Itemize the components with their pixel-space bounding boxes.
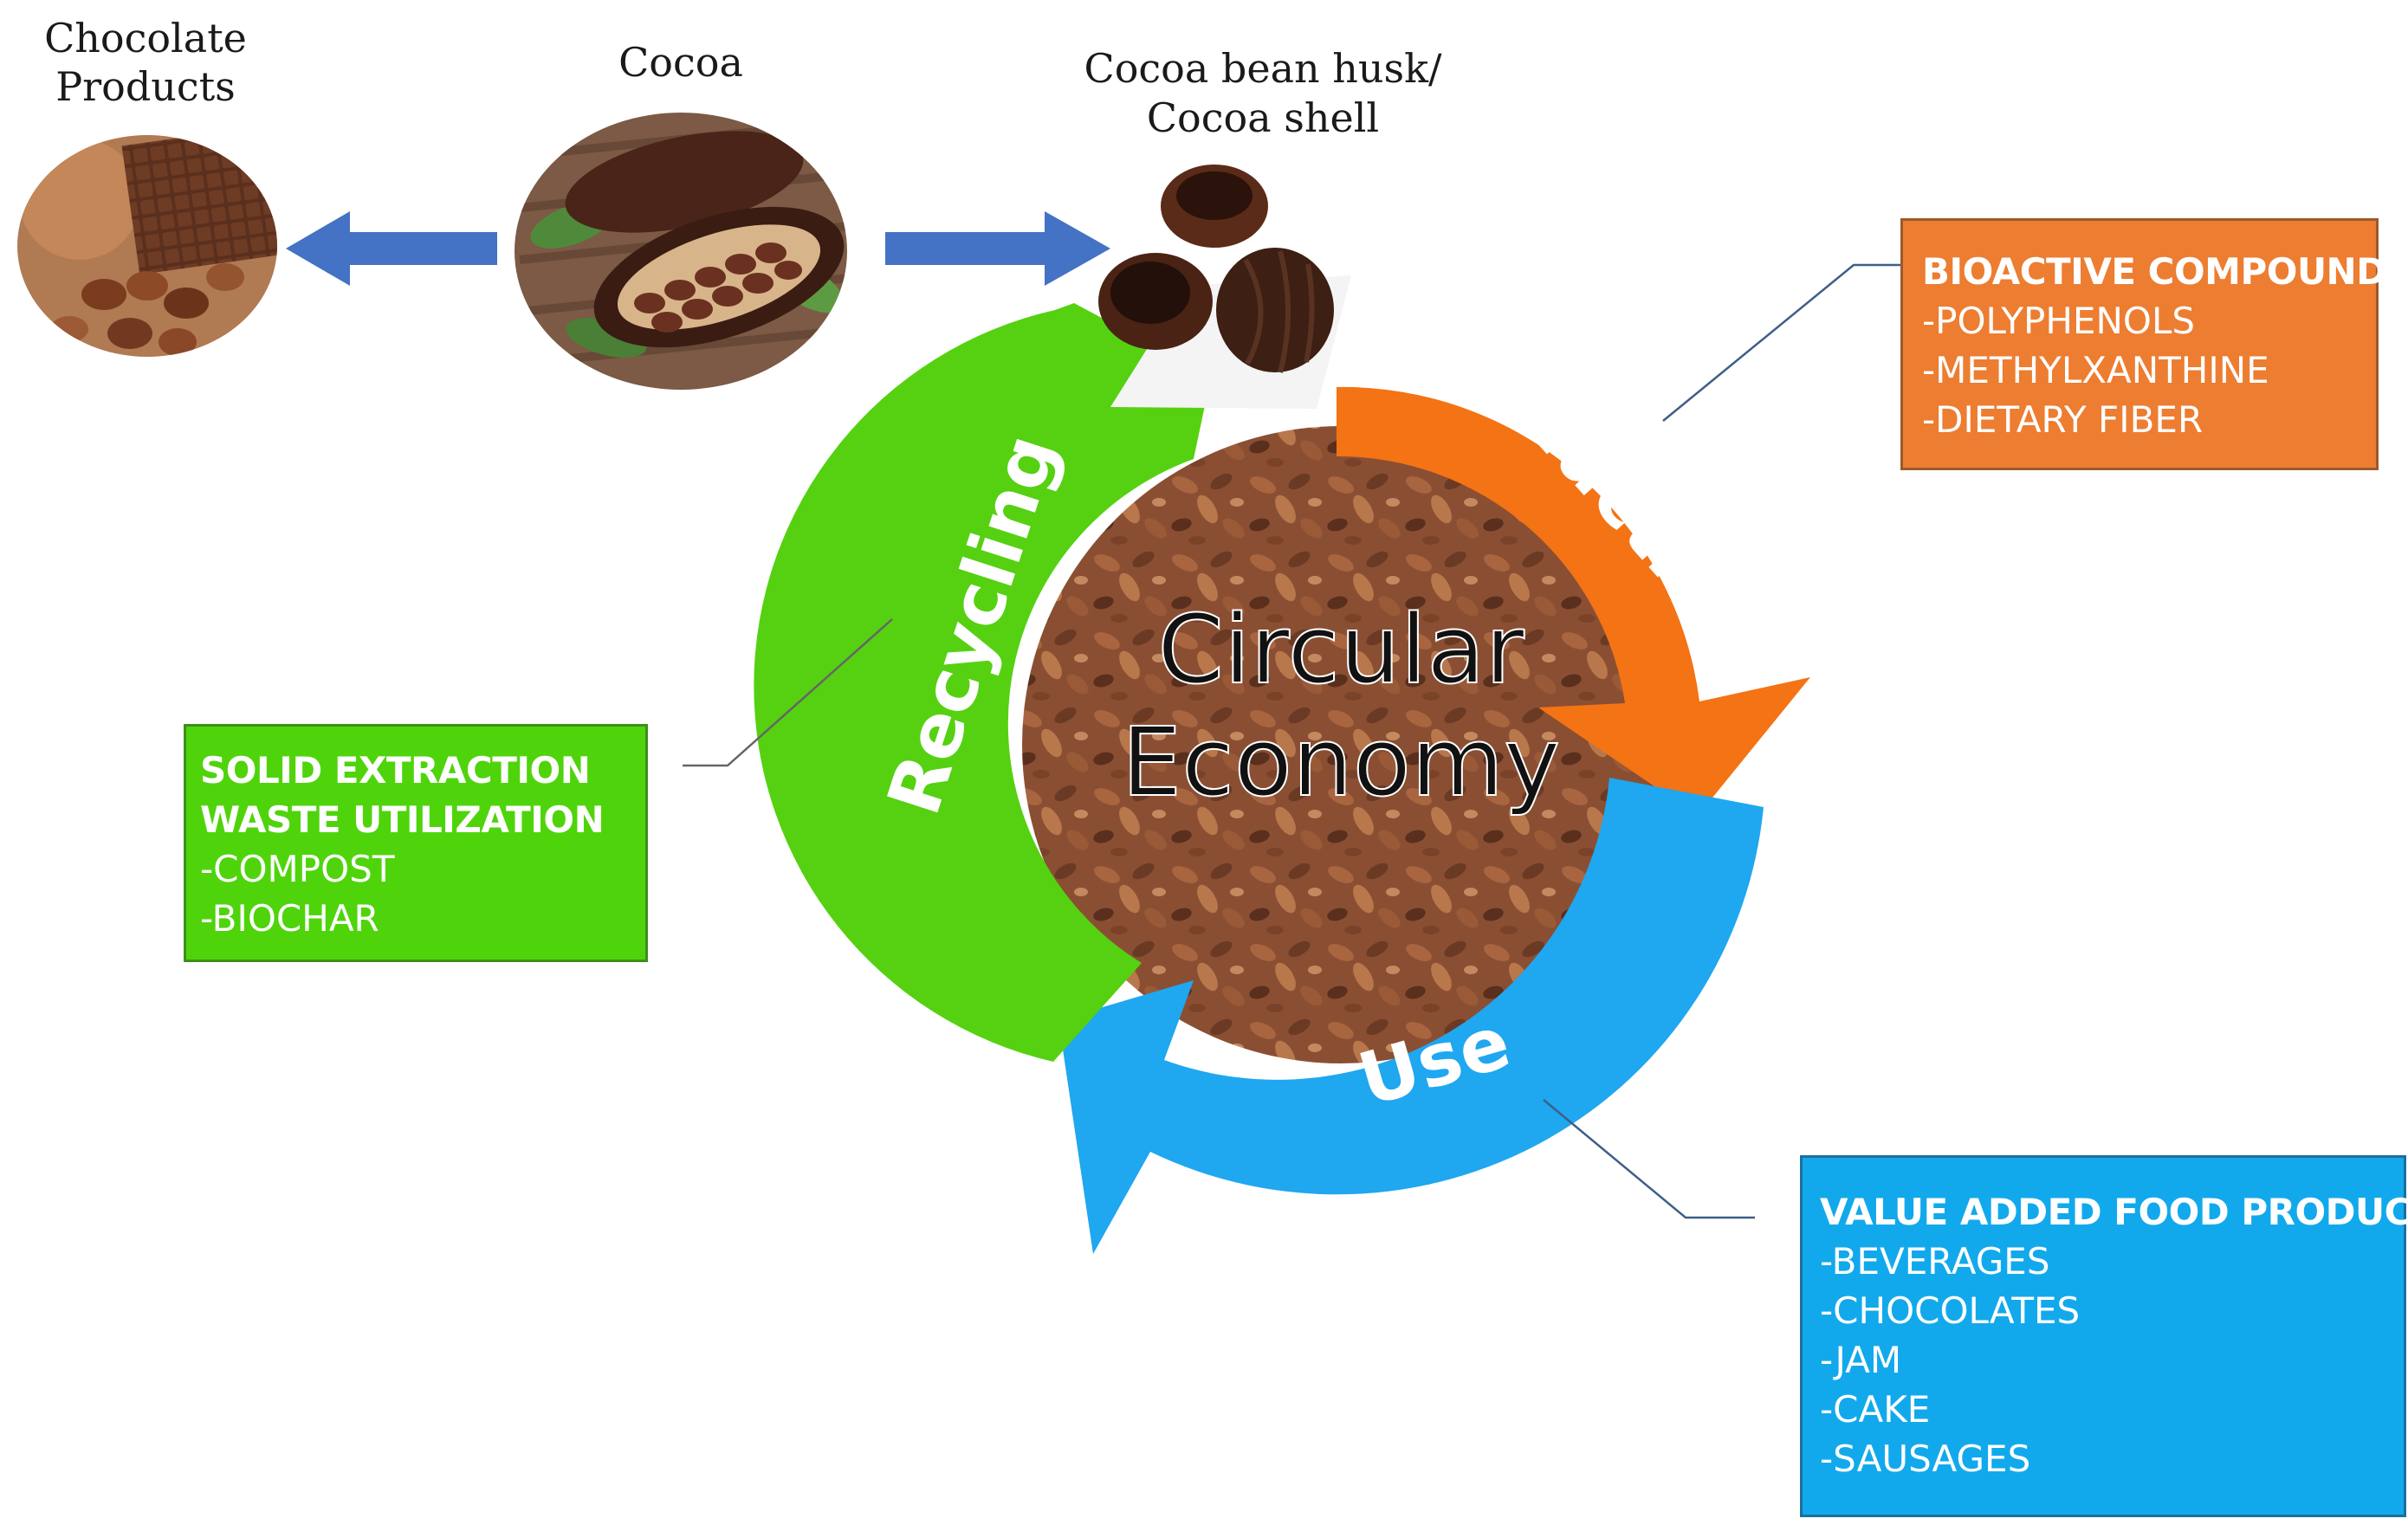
solid-heading-line2: WASTE UTILIZATION [200,798,605,841]
value-item: -JAM [1820,1339,1902,1381]
value-added-products-box: VALUE ADDED FOOD PRODUCTS -BEVERAGES -CH… [1800,1155,2408,1517]
bioactive-connector-line [1662,263,1900,422]
chocolate-products-label-line1: Chocolate [44,15,247,61]
value-connector-line [1543,1099,1755,1219]
bioactive-item: -METHYLXANTHINE [1922,349,2269,391]
cocoa-shell-texture-disc [1022,426,1660,1063]
bioactive-item: -POLYPHENOLS [1922,300,2195,342]
circular-economy-title-line1: Circular [1157,594,1524,705]
recycling-arc [754,303,1211,1062]
chocolate-products-image [17,135,277,357]
value-item: -CHOCOLATES [1820,1289,2081,1332]
cocoa-husk-label-line1: Cocoa bean husk/ [1084,45,1442,92]
value-item: -SAUSAGES [1820,1438,2031,1480]
value-item: -BEVERAGES [1820,1240,2050,1283]
cocoa-label: Cocoa [618,39,743,86]
solid-extraction-box: SOLID EXTRACTION WASTE UTILIZATION -COMP… [184,724,648,962]
circular-economy-title-line2: Economy [1122,707,1561,817]
solid-heading-line1: SOLID EXTRACTION [200,749,591,792]
solid-item: -BIOCHAR [200,897,379,940]
production-arc [1337,386,1810,816]
arrow-to-chocolate-products [286,211,497,286]
bioactive-compounds-box: BIOACTIVE COMPOUNDS -POLYPHENOLS -METHYL… [1900,218,2408,470]
arrow-to-cocoa-husk [885,211,1110,286]
cocoa-husk-label-line2: Cocoa shell [1147,94,1379,141]
solid-item: -COMPOST [200,848,395,890]
chocolate-products-label-line2: Products [55,63,236,110]
value-item: -CAKE [1820,1388,1931,1431]
solid-connector-line [683,618,893,767]
value-heading: VALUE ADDED FOOD PRODUCTS [1820,1191,2408,1233]
cocoa-shell-image [1098,165,1351,409]
use-arc [1058,778,1764,1254]
bioactive-heading: BIOACTIVE COMPOUNDS [1922,250,2408,293]
bioactive-item: -DIETARY FIBER [1922,398,2204,441]
cocoa-pod-image [515,113,847,390]
